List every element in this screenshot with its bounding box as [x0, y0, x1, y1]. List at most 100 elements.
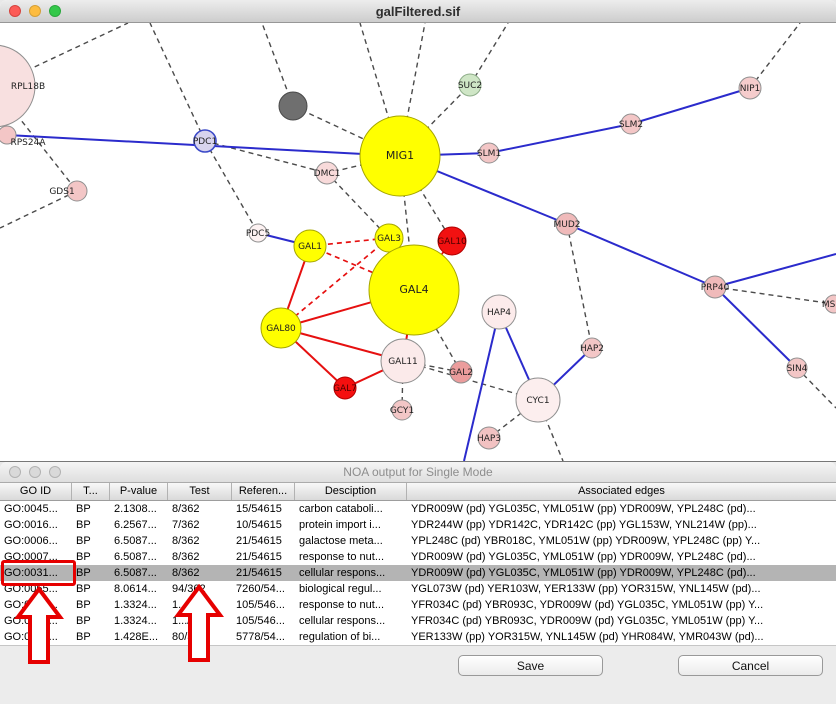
network-window-title: galFiltered.sif: [375, 3, 461, 19]
network-node-label-pdc5: PDC5: [246, 229, 270, 239]
cell-reference: 105/546...: [236, 615, 285, 627]
column-header-p_value[interactable]: P-value: [110, 483, 168, 500]
column-header-go_id[interactable]: GO ID: [0, 483, 72, 500]
cell-description: cellular respons...: [299, 615, 386, 627]
cell-type: BP: [76, 503, 91, 515]
network-node-gal11[interactable]: [380, 338, 426, 384]
close-button[interactable]: [9, 5, 21, 17]
network-node-label-rpl18b: RPL18B: [11, 82, 45, 92]
cell-p_value: 6.2567...: [114, 519, 157, 531]
network-node-label-msl1: MSL1: [822, 300, 836, 310]
cell-edges: YGL073W (pd) YER103W, YER133W (pp) YOR31…: [411, 583, 761, 595]
cell-reference: 10/54615: [236, 519, 282, 531]
cell-reference: 105/546...: [236, 599, 285, 611]
network-edge: [566, 223, 716, 288]
network-node-suc2[interactable]: [458, 73, 482, 97]
network-edge: [566, 223, 593, 349]
cell-reference: 5778/54...: [236, 631, 285, 643]
cell-p_value: 6.5087...: [114, 567, 157, 579]
cell-edges: YFR034C (pd) YBR093C, YDR009W (pd) YGL03…: [411, 615, 764, 627]
network-node-mig1[interactable]: [359, 115, 441, 197]
network-edge: [714, 286, 835, 305]
network-node-gal10[interactable]: [437, 226, 467, 256]
network-node-label-dmc1: DMC1: [314, 169, 341, 179]
network-node-label-hap3: HAP3: [477, 434, 501, 444]
cell-description: response to nut...: [299, 551, 384, 563]
cell-type: BP: [76, 583, 91, 595]
minimize-button[interactable]: [29, 466, 41, 478]
cancel-button[interactable]: Cancel: [678, 655, 823, 676]
network-edge: [630, 87, 751, 125]
cell-test: 8/362: [172, 567, 200, 579]
cell-description: carbon cataboli...: [299, 503, 383, 515]
network-node-label-gal80: GAL80: [266, 324, 296, 334]
column-header-reference[interactable]: Referen...: [232, 483, 295, 500]
column-header-description[interactable]: Desciption: [295, 483, 407, 500]
network-node-rps24a[interactable]: [0, 125, 17, 145]
network-node-gal80[interactable]: [260, 307, 302, 349]
column-header-test[interactable]: Test: [168, 483, 232, 500]
network-node-sin4[interactable]: [786, 357, 808, 379]
network-node-gal4[interactable]: [368, 244, 460, 336]
network-node-pdc1[interactable]: [193, 129, 217, 153]
network-node-gds1[interactable]: [66, 180, 88, 202]
network-node-rpl18b[interactable]: [0, 44, 36, 128]
network-node-prp40[interactable]: [703, 275, 727, 299]
network-node-gcy1[interactable]: [391, 399, 413, 421]
cell-go_id: GO:0019...: [4, 631, 58, 643]
zoom-button[interactable]: [49, 466, 61, 478]
network-node-label-hap4: HAP4: [487, 308, 511, 318]
network-node-label-gal4: GAL4: [399, 283, 428, 296]
cell-p_value: 6.5087...: [114, 535, 157, 547]
minimize-button[interactable]: [29, 5, 41, 17]
network-node-slm1[interactable]: [478, 142, 500, 164]
network-node-mud2[interactable]: [555, 212, 579, 236]
network-edge: [714, 253, 836, 288]
column-header-type[interactable]: T...: [72, 483, 110, 500]
network-node-hap4[interactable]: [481, 294, 517, 330]
network-node-label-mig1: MIG1: [386, 149, 414, 162]
network-edge: [326, 172, 390, 239]
traffic-lights-inactive: [9, 466, 61, 478]
save-button[interactable]: Save: [458, 655, 603, 676]
close-button[interactable]: [9, 466, 21, 478]
network-window-titlebar[interactable]: galFiltered.sif: [0, 0, 836, 23]
cell-edges: YFR034C (pd) YBR093C, YDR009W (pd) YGL03…: [411, 599, 764, 611]
network-node-pdc5[interactable]: [248, 223, 268, 243]
network-node-label-gcy1: GCY1: [390, 406, 414, 416]
output-window-titlebar[interactable]: NOA output for Single Mode: [0, 462, 836, 483]
network-node-label-gal1: GAL1: [298, 242, 322, 252]
network-node-nip1[interactable]: [738, 76, 762, 100]
network-node-gal7[interactable]: [333, 376, 357, 400]
output-window-title: NOA output for Single Mode: [343, 465, 493, 479]
cell-go_id: GO:0006...: [4, 599, 58, 611]
column-header-edges[interactable]: Associated edges: [578, 485, 665, 497]
network-node-cyc1[interactable]: [515, 377, 561, 423]
zoom-button[interactable]: [49, 5, 61, 17]
network-edge: [0, 22, 129, 84]
network-node-label-suc2: SUC2: [458, 81, 482, 91]
network-node-gray[interactable]: [278, 91, 308, 121]
network-node-hap2[interactable]: [581, 337, 603, 359]
cell-type: BP: [76, 519, 91, 531]
network-node-gal2[interactable]: [449, 360, 473, 384]
network-edge: [204, 140, 259, 234]
network-node-msl1[interactable]: [824, 294, 836, 314]
network-node-gal1[interactable]: [293, 229, 327, 263]
network-node-dmc1[interactable]: [315, 161, 339, 185]
network-node-slm2[interactable]: [620, 113, 642, 135]
cell-test: 8/362: [172, 535, 200, 547]
network-node-hap3[interactable]: [477, 426, 501, 450]
cell-edges: YDR009W (pd) YGL035C, YML051W (pp) YDR00…: [411, 551, 756, 563]
